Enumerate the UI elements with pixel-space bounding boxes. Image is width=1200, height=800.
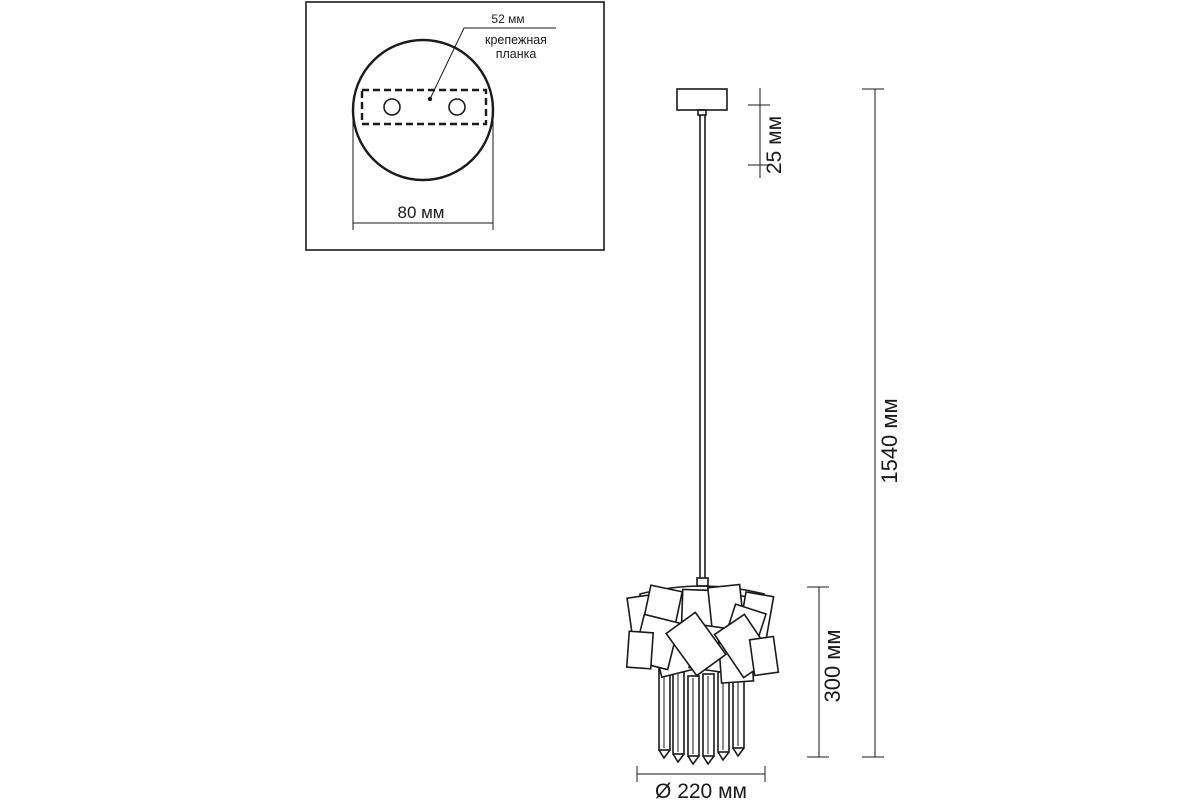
canopy-collar — [697, 109, 707, 116]
crystal-plates — [625, 583, 780, 684]
mount-width-label: 52 мм — [491, 12, 524, 26]
canopy-circle — [351, 38, 495, 182]
canopy-detail-inset: 52 мм крепежная планка 80 мм — [305, 1, 605, 251]
shade-height-label: 300 мм — [820, 629, 845, 702]
inset-frame — [305, 1, 605, 251]
mount-note-line2: планка — [496, 47, 537, 61]
total-height-label: 1540 мм — [877, 398, 902, 483]
mount-width-leader — [429, 27, 556, 100]
crystal-rods — [658, 667, 745, 766]
shade-diameter-label: Ø 220 мм — [655, 780, 747, 800]
mounting-bar — [360, 88, 488, 126]
canopy-height-label: 25 мм — [763, 116, 786, 174]
mount-note-line1: крепежная — [485, 33, 547, 47]
rod-connector — [696, 577, 709, 587]
canopy-diameter-label: 80 мм — [397, 203, 444, 222]
mounting-hole-right — [448, 98, 466, 116]
ceiling-canopy — [676, 88, 728, 111]
mounting-hole-left — [383, 98, 401, 116]
lamp-side-view: 25 мм 1540 мм 300 мм Ø 220 мм — [625, 88, 902, 800]
